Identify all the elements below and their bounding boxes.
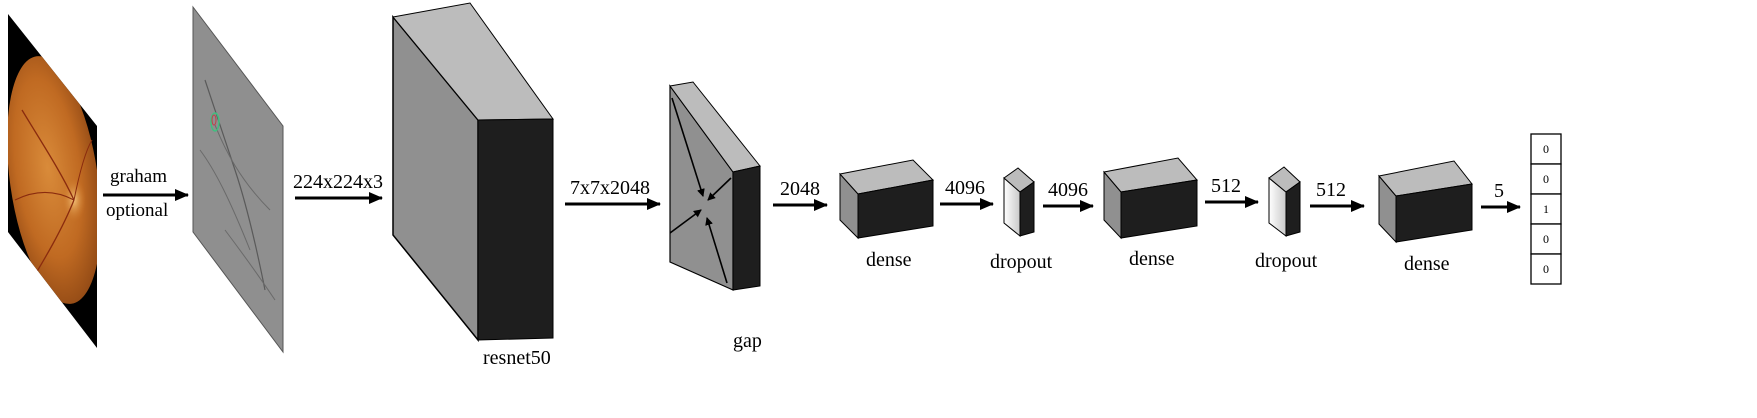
dropout-2-label: dropout xyxy=(1255,250,1318,272)
graham-label: graham xyxy=(110,166,167,187)
dropout-block-2 xyxy=(1268,166,1301,238)
dropout-1-label: dropout xyxy=(990,251,1053,273)
optional-label: optional xyxy=(106,200,168,221)
resnet-out-dim-label: 7x7x2048 xyxy=(570,177,650,199)
dense-3-label: dense xyxy=(1404,253,1450,275)
output-vector: 0 0 1 0 0 xyxy=(1530,133,1562,285)
dense-block-1 xyxy=(839,159,935,240)
dropout1-out-dim-label: 4096 xyxy=(1048,179,1088,201)
dense-1-label: dense xyxy=(866,249,912,271)
dropout-block-1 xyxy=(1003,167,1035,238)
output-cell-box xyxy=(1530,223,1562,255)
output-cell-box xyxy=(1530,193,1562,225)
resnet50-label: resnet50 xyxy=(483,347,551,369)
output-cell-value: 0 xyxy=(1543,262,1549,276)
output-cell-box xyxy=(1530,253,1562,285)
dropout2-out-dim-label: 512 xyxy=(1316,179,1346,201)
dense-2-label: dense xyxy=(1129,248,1175,270)
output-cell-value: 0 xyxy=(1543,142,1549,156)
dense-block-3 xyxy=(1378,160,1473,244)
gap-label: gap xyxy=(733,330,762,352)
dense-block-2 xyxy=(1103,157,1198,240)
preprocessed-image xyxy=(192,5,284,354)
output-cell-value: 0 xyxy=(1543,172,1549,186)
dense3-out-dim-label: 5 xyxy=(1494,180,1504,202)
dense1-out-dim-label: 4096 xyxy=(945,177,985,199)
dense2-out-dim-label: 512 xyxy=(1211,175,1241,197)
gap-out-dim-label: 2048 xyxy=(780,178,820,200)
output-cell-value: 1 xyxy=(1543,202,1549,216)
input-dim-label: 224x224x3 xyxy=(293,171,383,193)
output-cell-box xyxy=(1530,163,1562,195)
output-cell-value: 0 xyxy=(1543,232,1549,246)
resnet50-block xyxy=(392,2,554,343)
fundus-input-image xyxy=(8,14,97,348)
gap-block xyxy=(669,81,761,291)
